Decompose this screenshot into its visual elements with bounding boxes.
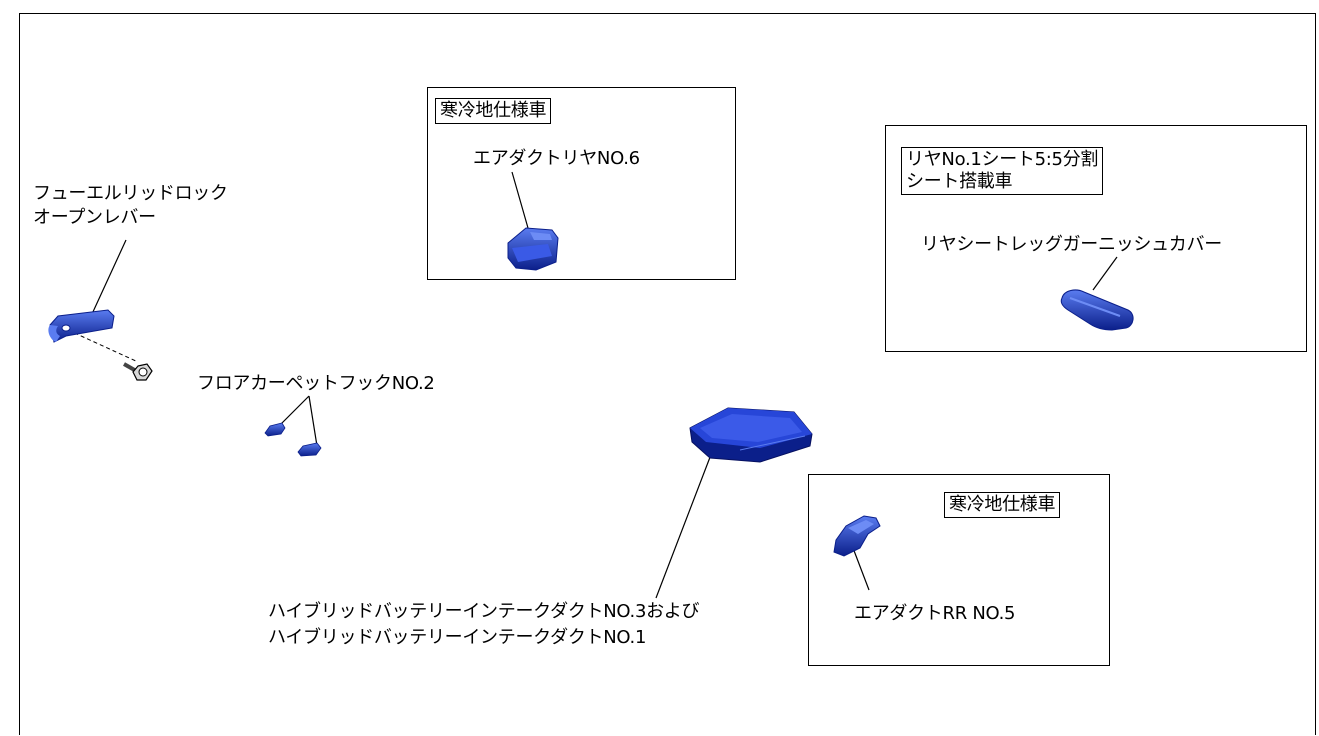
rear-seat-split-tag-line1: リヤNo.1シート5:5分割 <box>906 149 1099 170</box>
leader-hook-a <box>279 395 310 426</box>
fuel-lid-lever-label-line2: オープンレバー <box>33 207 156 228</box>
air-duct-rear-no6-label: エアダクトリヤNO.6 <box>473 148 640 169</box>
hv-duct-label-line2: ハイブリッドバッテリーインテークダクトNO.1 <box>268 627 647 648</box>
air-duct-rear-no6-part <box>507 227 559 271</box>
floor-carpet-hook-a <box>264 422 286 437</box>
leader-hv-duct <box>655 451 713 599</box>
floor-carpet-hook-b <box>297 442 322 457</box>
floor-carpet-hook-label: フロアカーペットフックNO.2 <box>197 373 435 394</box>
leader-fuel-lid-lever <box>91 239 127 315</box>
rear-seat-split-box <box>885 125 1307 352</box>
rear-seat-leg-cover-label: リヤシートレッグガーニッシュカバー <box>921 234 1222 255</box>
rear-seat-leg-cover-part <box>1060 289 1134 331</box>
leader-leg-cover <box>1092 256 1118 291</box>
diagram-frame <box>19 13 1316 735</box>
air-duct-rr-no5-part <box>833 515 881 557</box>
rear-seat-split-tag-line2: シート搭載車 <box>906 171 1013 192</box>
screw-part <box>123 362 153 381</box>
cold-region-tag-top: 寒冷地仕様車 <box>435 98 552 124</box>
cold-region-box-bottom <box>808 474 1110 666</box>
leader-air-duct-no6 <box>511 171 529 229</box>
cold-region-tag-bottom: 寒冷地仕様車 <box>944 492 1061 518</box>
leader-air-duct-no5 <box>852 547 870 591</box>
fuel-lid-lever-part <box>48 309 115 343</box>
rear-seat-split-tag: リヤNo.1シート5:5分割 シート搭載車 <box>901 147 1104 195</box>
screw-axis-dashed <box>67 329 139 363</box>
air-duct-rr-no5-label: エアダクトRR NO.5 <box>854 603 1016 624</box>
hybrid-battery-intake-duct-part <box>689 407 813 463</box>
hv-duct-label-line1: ハイブリッドバッテリーインテークダクトNO.3および <box>268 601 700 622</box>
cold-region-box-top <box>427 87 736 280</box>
leader-hook-b <box>308 395 318 447</box>
fuel-lid-lever-label-line1: フューエルリッドロック <box>33 183 228 204</box>
